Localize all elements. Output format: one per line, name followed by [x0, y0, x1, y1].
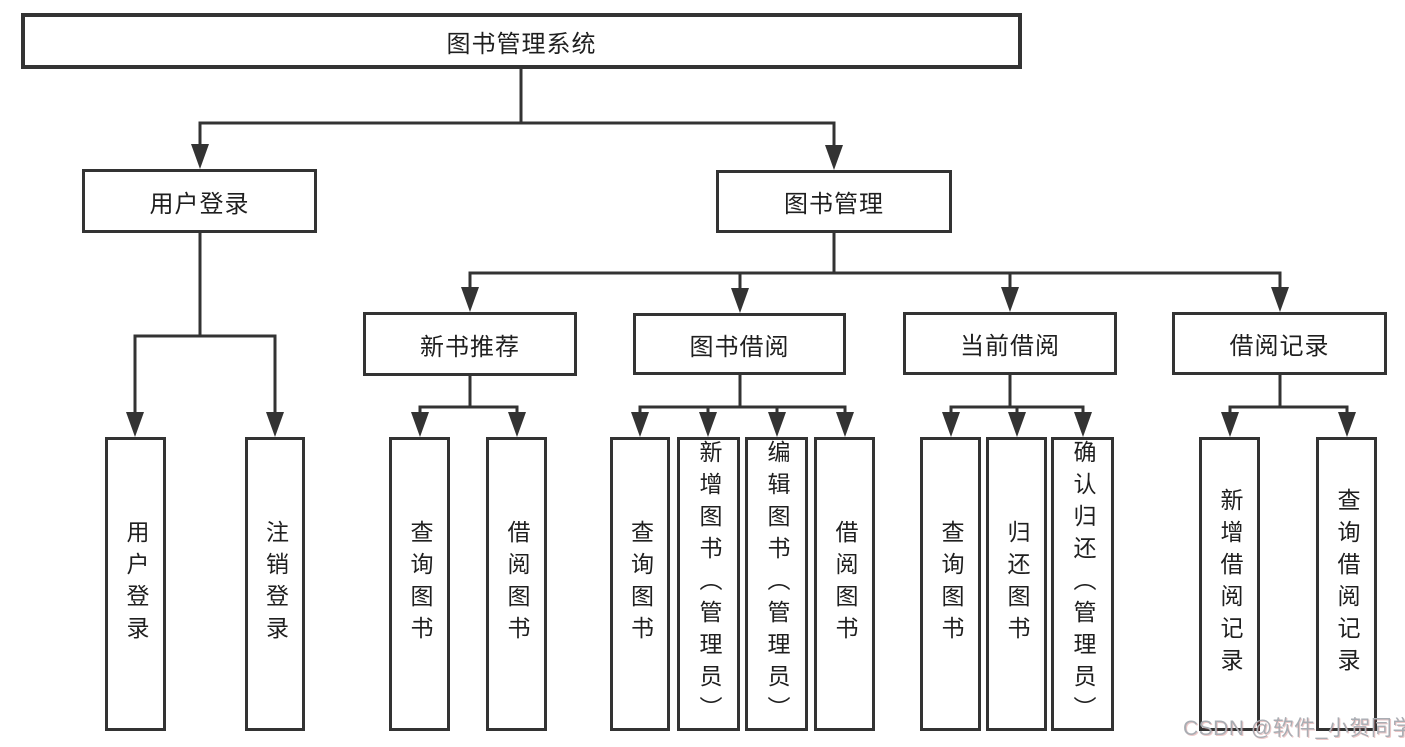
- leaf-borrowing-add-books-admin: 新增图书（管理员）: [677, 437, 740, 731]
- leaf-recommend-borrow-books: 借阅图书: [486, 437, 547, 731]
- node-user-login: 用户登录: [82, 169, 317, 233]
- leaf-records-query-borrow-record: 查询借阅记录: [1316, 437, 1377, 731]
- node-new-book-recommend: 新书推荐: [363, 312, 577, 376]
- node-library-management-system: 图书管理系统: [21, 13, 1022, 69]
- arrowheads: [126, 144, 1356, 437]
- leaf-borrowing-edit-books-admin: 编辑图书（管理员）: [745, 437, 808, 731]
- leaf-logout: 注销登录: [245, 437, 305, 731]
- leaf-user-login: 用户登录: [105, 437, 166, 731]
- node-current-borrowing: 当前借阅: [903, 312, 1117, 375]
- leaf-records-add-borrow-record: 新增借阅记录: [1199, 437, 1260, 731]
- node-book-management: 图书管理: [716, 170, 952, 233]
- node-borrow-records: 借阅记录: [1172, 312, 1387, 375]
- leaf-current-return-books: 归还图书: [986, 437, 1047, 731]
- csdn-watermark: CSDN @软件_小贺同学: [1183, 717, 1405, 740]
- leaf-current-confirm-return-admin: 确认归还（管理员）: [1051, 437, 1114, 731]
- leaf-borrowing-query-books: 查询图书: [610, 437, 670, 731]
- leaf-recommend-query-books: 查询图书: [389, 437, 450, 731]
- leaf-current-query-books: 查询图书: [920, 437, 981, 731]
- node-book-borrowing: 图书借阅: [633, 313, 846, 375]
- leaf-borrowing-borrow-books: 借阅图书: [814, 437, 875, 731]
